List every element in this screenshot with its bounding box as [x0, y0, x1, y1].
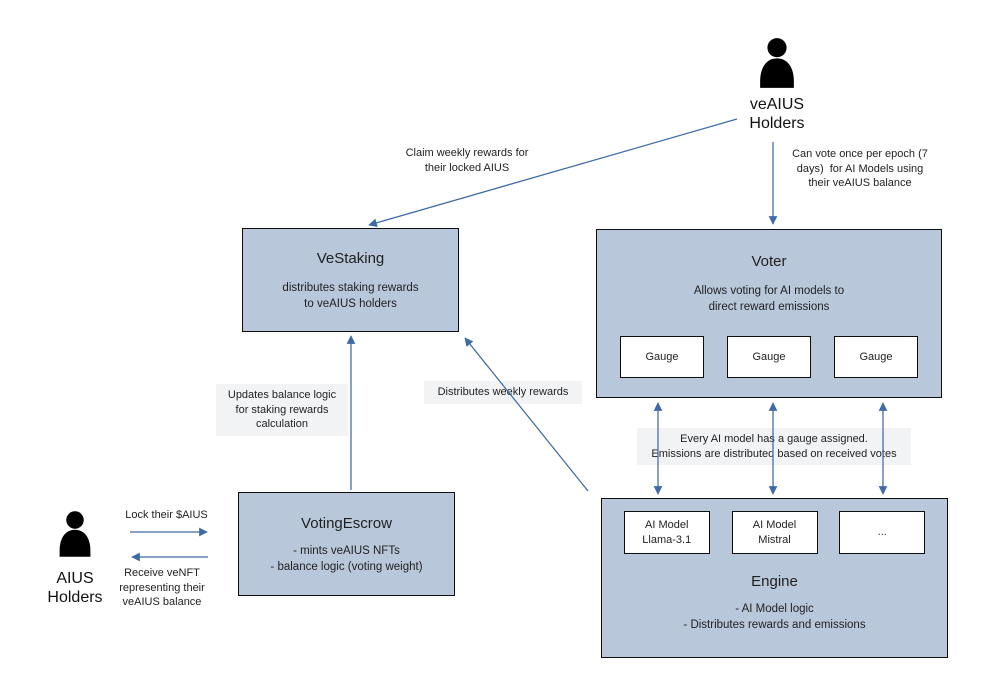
edge-label-distributes-rewards: Distributes weekly rewards	[424, 381, 582, 404]
node-engine: AI Model Llama-3.1 AI Model Mistral ... …	[601, 498, 948, 658]
actor-aius-holders-label: AIUS Holders	[47, 570, 103, 606]
node-vestaking-title: VeStaking	[316, 250, 385, 267]
edge-label-gauge-assignment: Every AI model has a gauge assigned. Emi…	[637, 428, 911, 466]
node-engine-desc: - AI Model logic - Distributes rewards a…	[683, 603, 866, 631]
ai-model-row: AI Model Llama-3.1 AI Model Mistral ...	[602, 511, 947, 554]
gauge-row: Gauge Gauge Gauge	[597, 336, 941, 379]
node-vestaking-desc: distributes staking rewards to veAIUS ho…	[282, 282, 419, 310]
node-voter-desc: Allows voting for AI models to direct re…	[693, 285, 845, 313]
actor-veaius-holders: veAIUS Holders	[733, 38, 821, 134]
ai-model-box: AI Model Mistral	[731, 511, 818, 554]
ai-model-box: ...	[839, 511, 926, 554]
actor-aius-holders: AIUS Holders	[31, 510, 119, 608]
node-votingescrow: VotingEscrow - mints veAIUS NFTs - balan…	[238, 492, 455, 596]
ai-model-box: AI Model Llama-3.1	[623, 511, 710, 554]
node-voter: Voter Allows voting for AI models to dir…	[596, 229, 942, 398]
person-icon	[760, 38, 794, 88]
edge-label-vote-per-epoch: Can vote once per epoch (7 days) for AI …	[792, 148, 928, 190]
gauge-box: Gauge	[620, 336, 704, 379]
node-votingescrow-title: VotingEscrow	[301, 515, 392, 532]
node-vestaking: VeStaking distributes staking rewards to…	[242, 228, 459, 332]
actor-veaius-holders-label: veAIUS Holders	[749, 96, 805, 132]
edge-label-receive-venft: Receive veNFT representing their veAIUS …	[119, 567, 205, 609]
edge-label-lock-aius: Lock their $AIUS	[125, 509, 208, 521]
gauge-box: Gauge	[834, 336, 918, 379]
person-icon	[59, 511, 91, 557]
node-votingescrow-desc: - mints veAIUS NFTs - balance logic (vot…	[270, 545, 423, 573]
gauge-box: Gauge	[727, 336, 811, 379]
edge-label-claim-rewards: Claim weekly rewards for their locked AI…	[405, 147, 529, 174]
arrow-engine-to-vestaking	[464, 337, 589, 492]
node-engine-title: Engine	[751, 573, 798, 590]
node-voter-title: Voter	[751, 253, 787, 270]
edge-label-updates-balance: Updates balance logic for staking reward…	[216, 384, 348, 436]
